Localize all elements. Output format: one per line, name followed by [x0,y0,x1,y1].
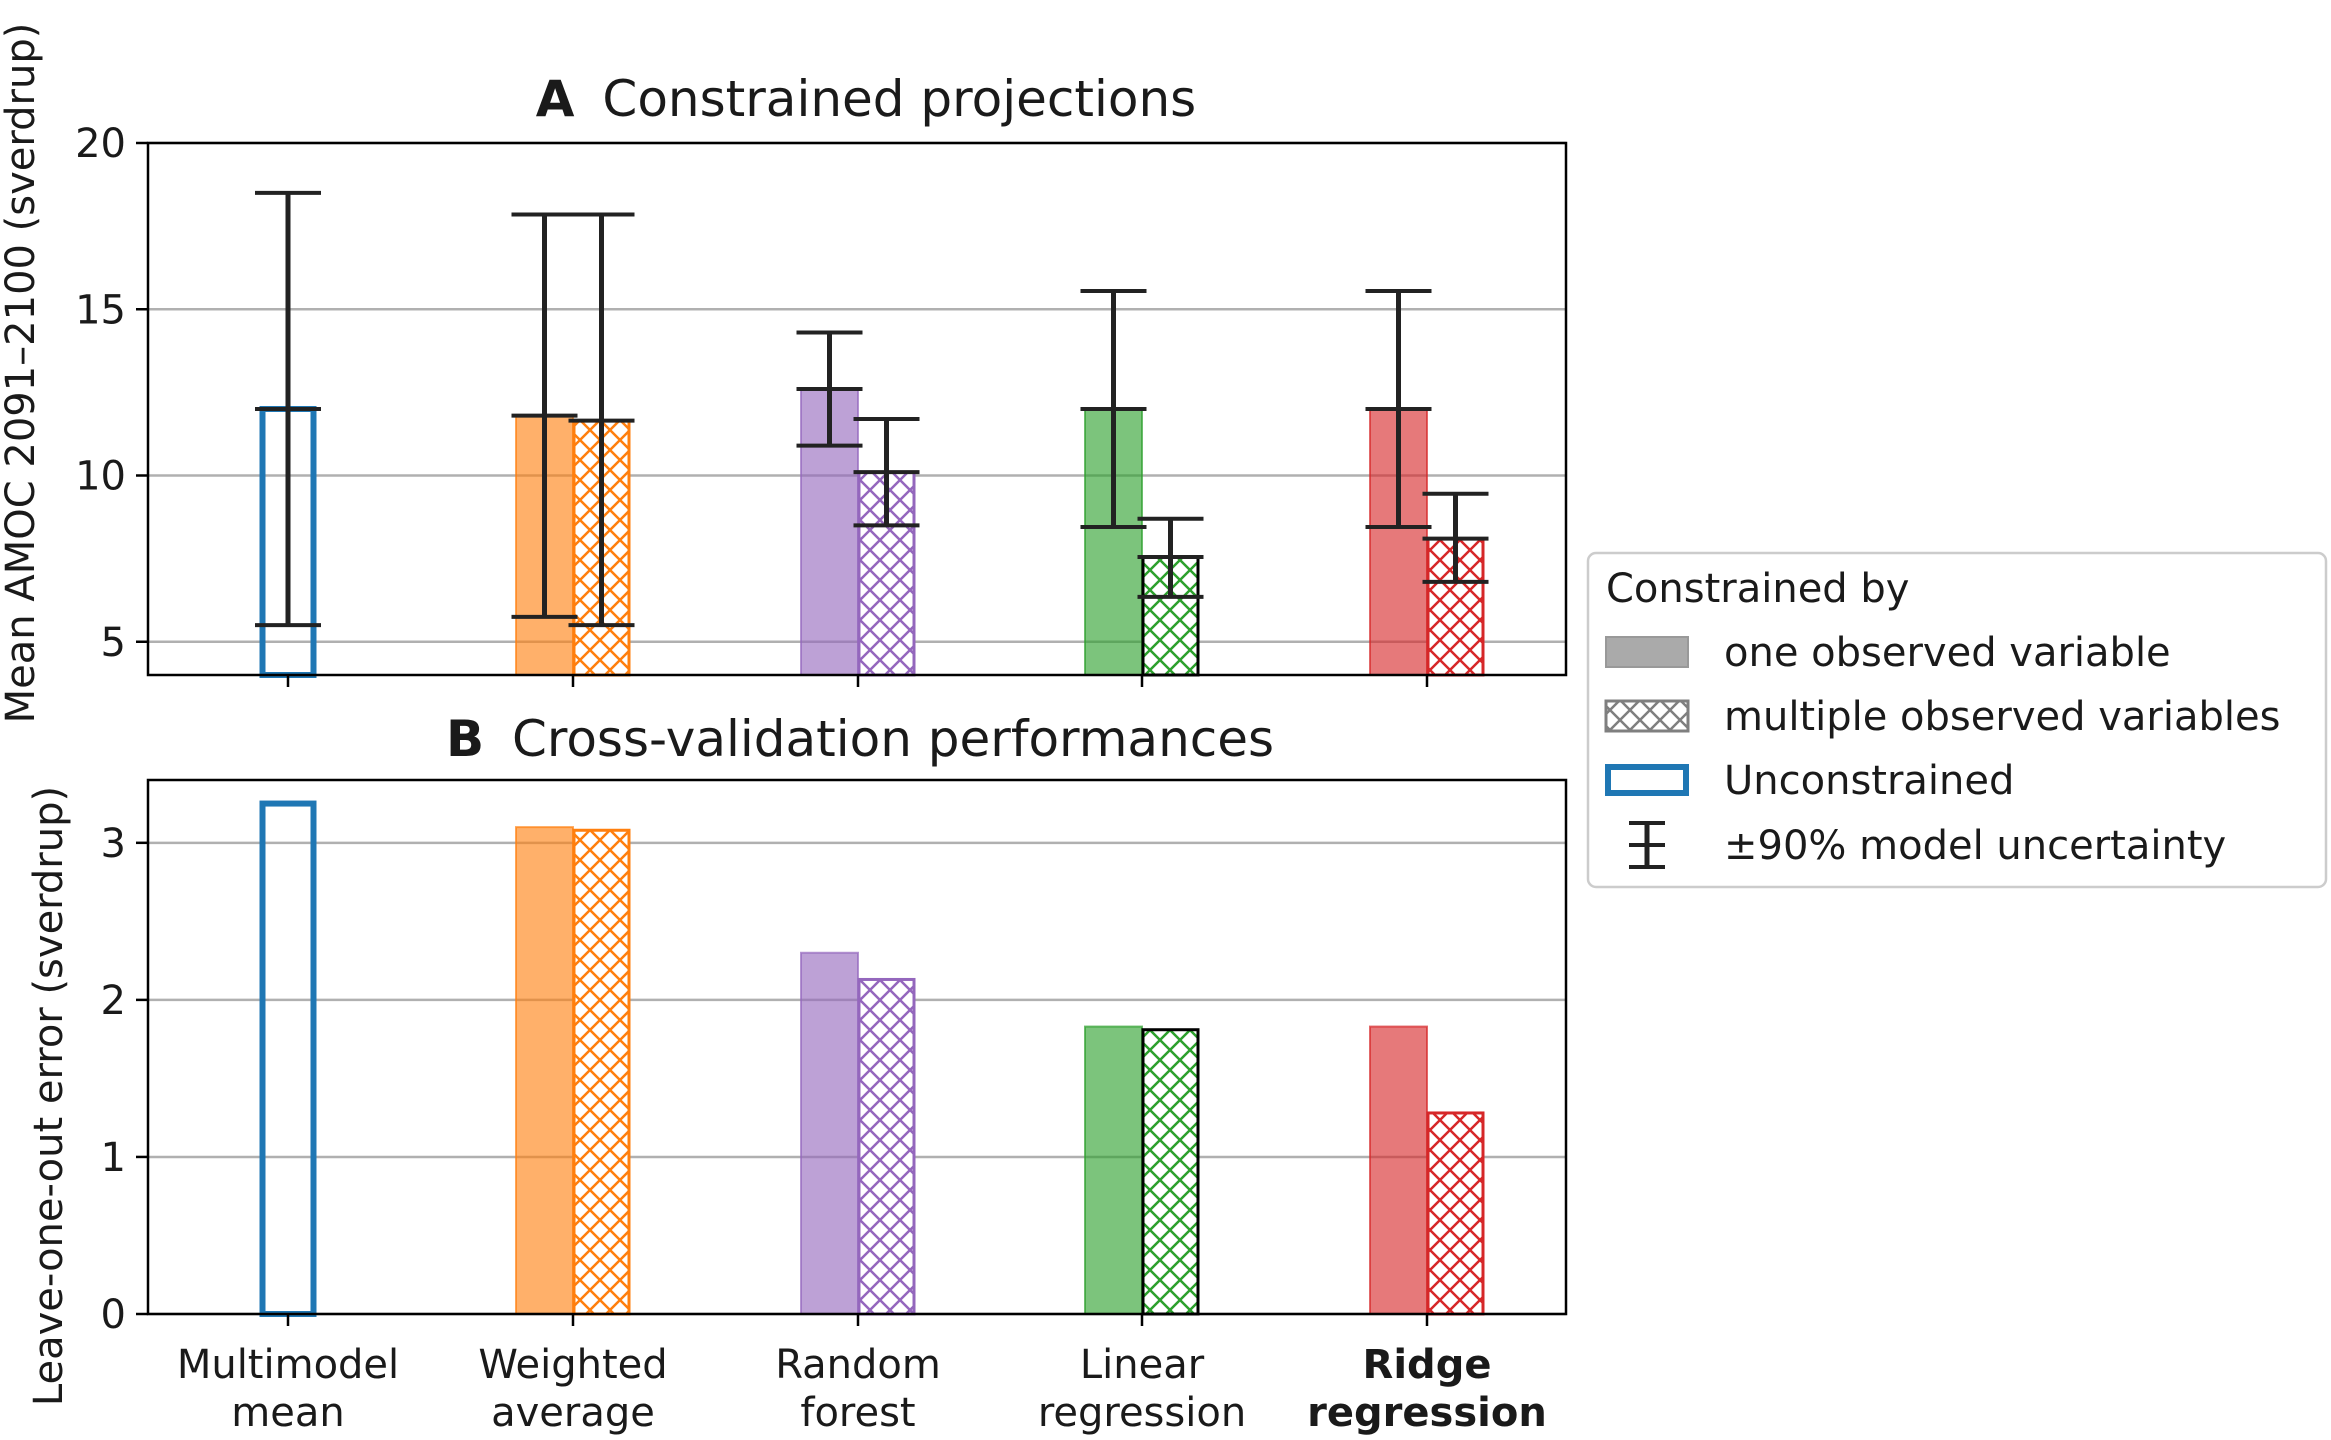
legend-title: Constrained by [1606,566,1909,612]
panel-b-letter: B [446,710,484,768]
category-label-line1: Random [775,1342,941,1388]
panel-a-title: A Constrained projections [536,70,1196,128]
legend-label: multiple observed variables [1724,694,2280,740]
panel-a-y-ticks: 5 10 15 20 [75,121,148,666]
bar-multiple-variables [572,828,631,1316]
category-label-line2: forest [800,1390,915,1436]
legend-label: one observed variable [1724,630,2171,676]
y-tick-label: 20 [75,121,126,167]
legend-label: Unconstrained [1724,758,2014,804]
category-label-line2: average [491,1390,655,1436]
y-tick-label: 10 [75,454,126,500]
panel-b-ylabel: Leave-one-out error (sverdrup) [26,786,72,1406]
panel-b-x-ticks [286,1314,1429,1326]
panel-a-errorbars [255,190,1489,628]
panel-b-y-ticks: 0 1 2 3 [101,821,148,1338]
y-tick-label: 5 [101,620,126,666]
legend-swatch-outline [1605,764,1689,796]
bar-multiple-variables [857,977,916,1316]
panel-a-title-text: Constrained projections [602,70,1196,128]
legend-label: ±90% model uncertainty [1724,823,2226,869]
category-label-line1: Weighted [478,1342,667,1388]
panel-a-letter: A [536,70,575,128]
category-label-line2: regression [1038,1390,1246,1436]
bar-one-variable [800,951,859,1315]
panel-a: A Constrained projections Mean AMOC 2091… [0,23,1568,724]
panel-a-x-ticks [286,675,1429,687]
panel-b-title: B Cross-validation performances [446,710,1274,768]
y-tick-label: 3 [101,821,126,867]
bar-one-variable [1369,1025,1428,1316]
panel-b: B Cross-validation performances Leave-on… [26,710,1568,1436]
y-tick-label: 2 [101,978,126,1024]
category-label-line1: Multimodel [177,1342,399,1388]
panel-b-bars [259,800,1485,1317]
y-tick-label: 15 [75,287,126,333]
panel-b-title-text: Cross-validation performances [512,710,1274,768]
bar-unconstrained [259,800,317,1317]
y-tick-label: 0 [101,1292,126,1338]
legend-box [1586,551,2328,889]
category-label-line1: Linear [1080,1342,1205,1388]
category-label-line2: regression [1307,1390,1547,1436]
legend-items: one observed variable multiple observed v… [1604,630,2280,869]
legend-swatch-solid [1605,636,1689,668]
legend-swatch-hatch [1604,699,1690,733]
legend: Constrained by one observed variable mult… [1586,551,2328,889]
bar-one-variable [515,826,574,1316]
panel-a-bars [259,388,1485,678]
y-tick-label: 1 [101,1135,126,1181]
bar-one-variable [1084,1025,1143,1316]
category-label-line2: mean [231,1390,344,1436]
category-label-line1: Ridge [1363,1342,1492,1388]
bar-multiple-variables [1426,1111,1485,1316]
bar-multiple-variables [1141,1028,1200,1316]
panel-a-ylabel: Mean AMOC 2091–2100 (sverdrup) [0,23,44,724]
